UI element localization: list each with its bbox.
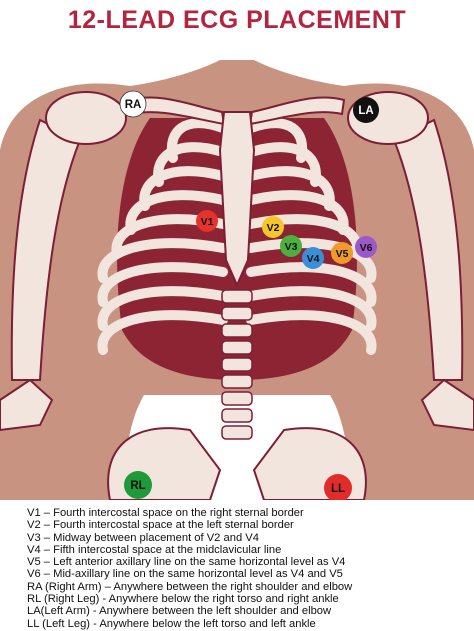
vertebra bbox=[221, 374, 253, 389]
electrode-ll-dot bbox=[324, 474, 352, 500]
page-title: 12-LEAD ECG PLACEMENT bbox=[67, 6, 407, 34]
vertebra bbox=[221, 323, 253, 338]
electrode-v1: V1 bbox=[196, 210, 218, 232]
legend-item-v3: V3 – Midway between placement of V2 and … bbox=[27, 531, 259, 544]
electrode-v3-dot bbox=[280, 235, 302, 257]
rib bbox=[97, 238, 228, 283]
rib bbox=[97, 286, 228, 331]
electrode-v4: V4 bbox=[302, 247, 324, 269]
legend-item-v5: V5 – Left anterior axillary line on the … bbox=[27, 556, 346, 569]
rib bbox=[246, 190, 349, 235]
torso-illustration: RA LA V1 V2 V3 V4 bbox=[0, 60, 474, 500]
placement-legend: V1 – Fourth intercostal space on the rig… bbox=[27, 507, 467, 630]
vertebra bbox=[221, 357, 253, 372]
electrode-v4-dot bbox=[302, 247, 324, 269]
electrode-rl-dot bbox=[124, 471, 152, 499]
electrodes: RA LA V1 V2 V3 V4 bbox=[119, 90, 379, 500]
electrode-v1-label: V1 bbox=[201, 216, 214, 228]
legend-item-rl: RL (Right Leg) - Anywhere below the righ… bbox=[27, 593, 339, 606]
rib bbox=[125, 190, 228, 235]
rib bbox=[246, 262, 377, 307]
electrode-v6: V6 bbox=[355, 236, 377, 258]
arm-bones bbox=[0, 118, 474, 432]
rib bbox=[246, 310, 377, 355]
electrode-rl: RL bbox=[124, 471, 152, 499]
vertebra bbox=[221, 425, 253, 440]
electrode-v2: V2 bbox=[262, 216, 284, 238]
electrode-ll: LL bbox=[324, 474, 352, 500]
rib bbox=[97, 310, 228, 355]
electrode-ll-label: LL bbox=[331, 483, 345, 495]
electrode-ra-dot bbox=[119, 90, 147, 118]
electrode-la-dot bbox=[353, 97, 379, 123]
electrode-v6-label: V6 bbox=[360, 242, 373, 254]
vertebra bbox=[221, 408, 253, 423]
electrode-v5-dot bbox=[331, 242, 353, 264]
rib bbox=[246, 286, 377, 331]
ribs bbox=[97, 118, 377, 355]
vertebra bbox=[221, 306, 253, 321]
electrode-rl-label: RL bbox=[130, 480, 145, 492]
legend-item-v2: V2 – Fourth intercostal space at the lef… bbox=[27, 519, 294, 532]
electrode-la-label: LA bbox=[358, 105, 373, 117]
legend-item-v6: V6 – Mid-axillary line on the same horiz… bbox=[27, 568, 343, 581]
electrode-v3-label: V3 bbox=[285, 241, 298, 253]
vertebra bbox=[221, 289, 253, 304]
electrode-v4-label: V4 bbox=[307, 253, 320, 265]
electrode-la: LA bbox=[353, 97, 379, 123]
spine bbox=[221, 289, 253, 440]
electrode-v1-dot bbox=[196, 210, 218, 232]
legend-item-v4: V4 – Fifth intercostal space at the midc… bbox=[27, 543, 282, 556]
electrode-v3: V3 bbox=[280, 235, 302, 257]
legend-item-ll: LL (Left Leg) - Anywhere below the left … bbox=[27, 617, 316, 630]
electrode-v5-label: V5 bbox=[336, 248, 349, 260]
electrode-v2-label: V2 bbox=[267, 222, 280, 234]
rib bbox=[97, 262, 228, 307]
legend-item-la: LA(Left Arm) - Anywhere between the left… bbox=[27, 605, 332, 618]
electrode-v2-dot bbox=[262, 216, 284, 238]
sternum bbox=[218, 111, 256, 288]
vertebra bbox=[221, 391, 253, 406]
electrode-ra-label: RA bbox=[125, 99, 142, 111]
electrode-v6-dot bbox=[355, 236, 377, 258]
vertebra bbox=[221, 340, 253, 355]
electrode-v5: V5 bbox=[331, 242, 353, 264]
legend-item-ra: RA (Right Arm) – Anywhere between the ri… bbox=[27, 580, 353, 593]
electrode-ra: RA bbox=[119, 90, 147, 118]
legend-item-v1: V1 – Fourth intercostal space on the rig… bbox=[27, 507, 304, 519]
